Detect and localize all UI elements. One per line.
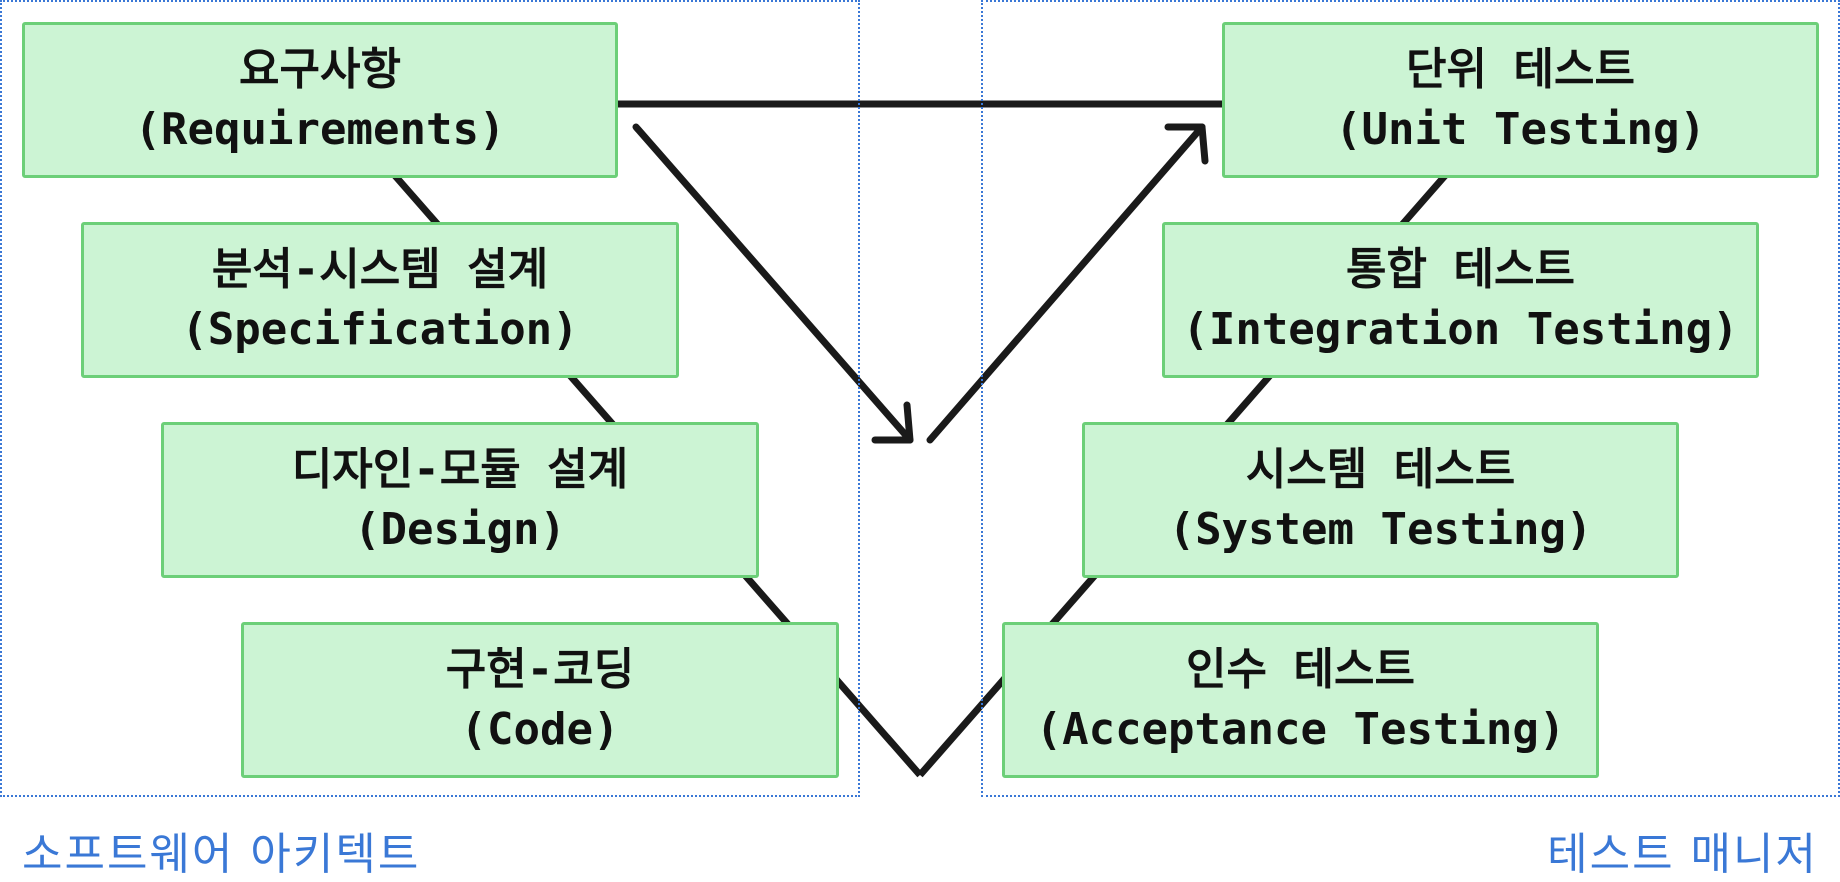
step-english-label: (Integration Testing) [1182,304,1739,355]
step-korean-label: 디자인-모듈 설계 [291,444,629,495]
step-korean-label: 인수 테스트 [1186,644,1415,695]
step-requirements: 요구사항 (Requirements) [22,22,618,178]
step-english-label: (Acceptance Testing) [1035,704,1566,755]
step-code: 구현-코딩 (Code) [241,622,839,778]
step-korean-label: 분석-시스템 설계 [211,244,549,295]
step-english-label: (Design) [354,504,566,555]
step-korean-label: 구현-코딩 [445,644,635,695]
test-manager-region [981,0,1840,797]
step-korean-label: 통합 테스트 [1346,244,1575,295]
step-english-label: (Specification) [181,304,579,355]
down-arrowhead-icon [871,401,914,444]
inner-up-arrow [926,123,1206,444]
software-architect-label: 소프트웨어 아키텍트 [22,829,421,880]
step-english-label: (Unit Testing) [1335,104,1706,155]
step-korean-label: 요구사항 [239,44,401,95]
step-specification: 분석-시스템 설계 (Specification) [81,222,679,378]
step-english-label: (Requirements) [134,104,506,155]
software-architect-region [0,0,860,797]
step-korean-label: 시스템 테스트 [1245,444,1516,495]
test-manager-label: 테스트 매니저 [1547,829,1818,880]
step-acceptance-testing: 인수 테스트 (Acceptance Testing) [1002,622,1599,778]
step-korean-label: 단위 테스트 [1406,44,1635,95]
step-english-label: (System Testing) [1168,504,1593,555]
step-system-testing: 시스템 테스트 (System Testing) [1082,422,1679,578]
step-english-label: (Code) [460,704,620,755]
inner-down-arrow [632,123,914,444]
step-design: 디자인-모듈 설계 (Design) [161,422,759,578]
up-arrowhead-icon [1164,123,1209,165]
step-integration-testing: 통합 테스트 (Integration Testing) [1162,222,1759,378]
step-unit-testing: 단위 테스트 (Unit Testing) [1222,22,1819,178]
